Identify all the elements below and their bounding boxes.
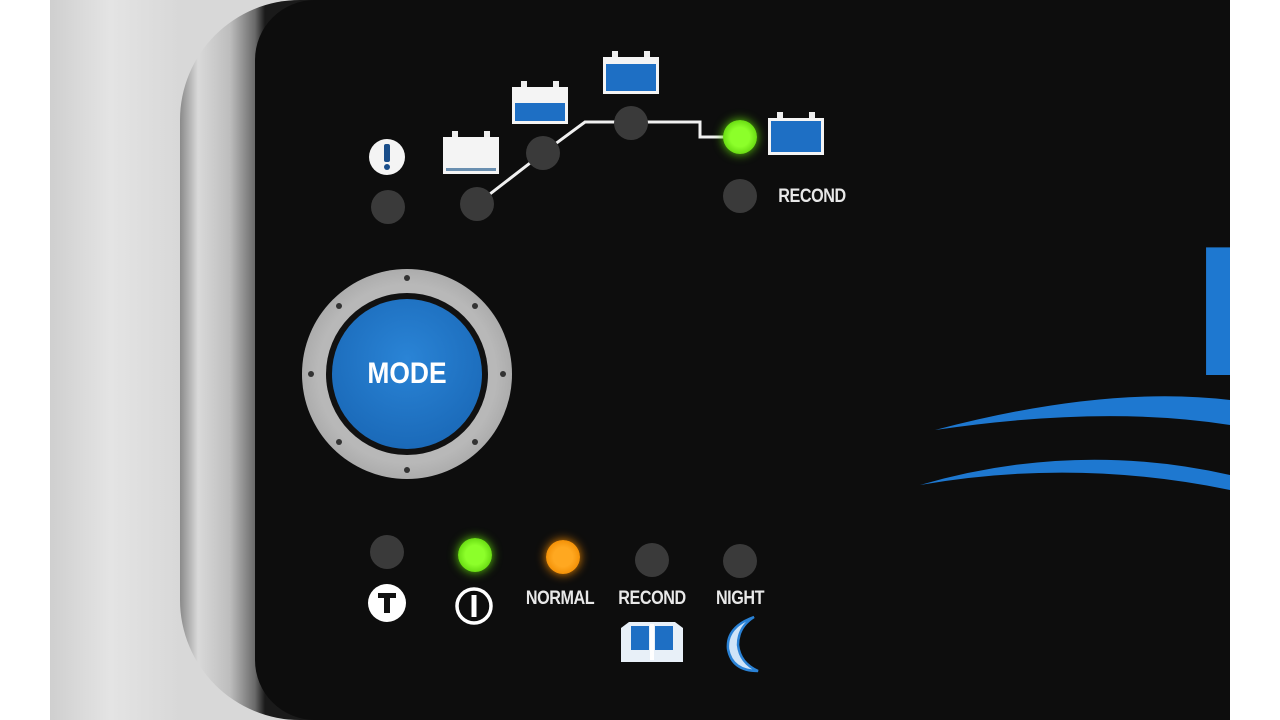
- book-icon: [621, 622, 683, 662]
- temperature-t-icon: [368, 584, 406, 622]
- battery-almost-full-icon: [603, 51, 659, 94]
- led-stage-empty: [460, 187, 494, 221]
- led-mode-temperature: [370, 535, 404, 569]
- mode-button[interactable]: MODE: [302, 269, 512, 479]
- led-mode-night: [723, 544, 757, 578]
- warning-exclamation-icon: [369, 139, 405, 175]
- ring-screw: [336, 303, 342, 309]
- moon-icon: [726, 615, 759, 673]
- led-stage-recond: [723, 179, 757, 213]
- recond-stage-label: RECOND: [778, 186, 846, 207]
- led-stage-almost-full: [614, 106, 648, 140]
- led-mode-power: [458, 538, 492, 572]
- battery-full-icon: [768, 112, 824, 155]
- mode-label-normal: NORMAL: [525, 588, 595, 609]
- ring-screw: [308, 371, 314, 377]
- battery-empty-icon: [443, 131, 499, 174]
- led-stage-half: [526, 136, 560, 170]
- mode-label-recond: RECOND: [618, 588, 686, 609]
- mode-label-night: NIGHT: [715, 588, 765, 609]
- mode-button-label: MODE: [367, 357, 447, 390]
- brand-logo: M2: [1190, 228, 1230, 403]
- ring-screw: [404, 467, 410, 473]
- battery-half-icon: [512, 81, 568, 124]
- ring-screw: [472, 303, 478, 309]
- led-mode-normal: [546, 540, 580, 574]
- ring-screw: [404, 275, 410, 281]
- logo-waves: [920, 396, 1230, 490]
- led-mode-recond: [635, 543, 669, 577]
- led-stage-full: [723, 120, 757, 154]
- ring-screw: [472, 439, 478, 445]
- power-icon: [455, 587, 493, 625]
- ring-screw: [336, 439, 342, 445]
- ring-screw: [500, 371, 506, 377]
- led-stage-error: [371, 190, 405, 224]
